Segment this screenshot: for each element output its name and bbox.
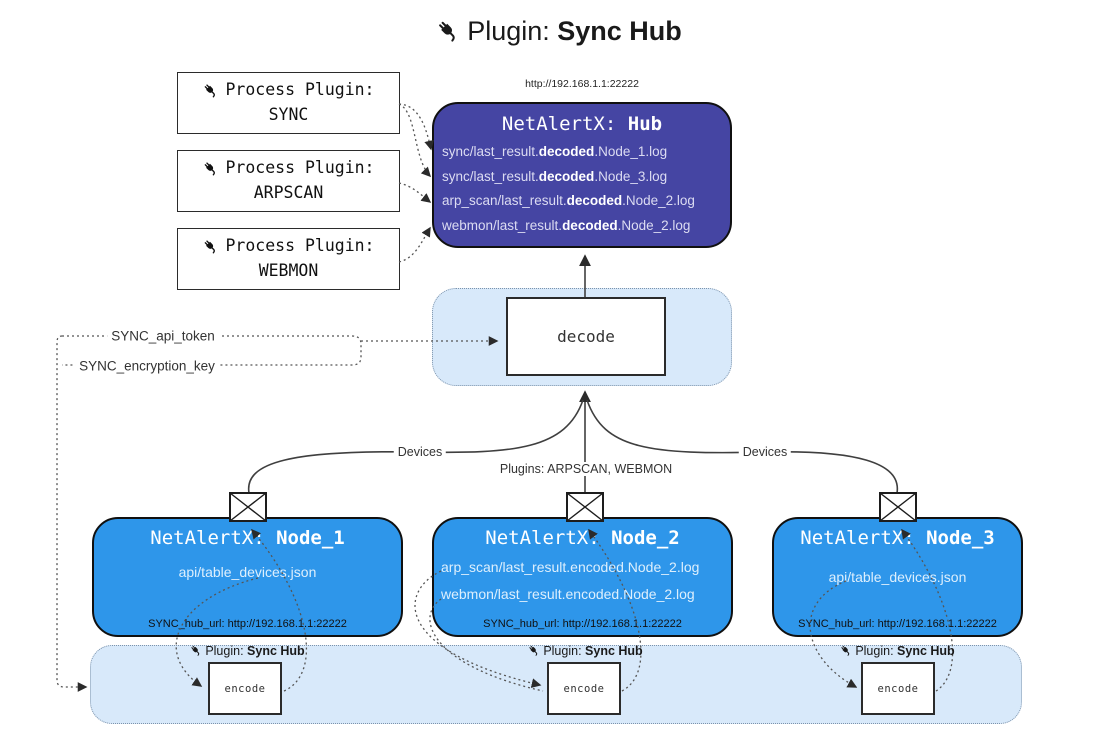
encode-plugin-label-1: Plugin: Sync Hub xyxy=(185,644,308,658)
hub-url: http://192.168.1.1:22222 xyxy=(525,78,639,90)
plug-icon xyxy=(202,160,219,177)
process-plugin-label: Process Plugin: xyxy=(225,236,375,256)
node-2-box: NetAlertX: Node_2 arp_scan/last_result.e… xyxy=(432,517,733,637)
encode-box-3: encode xyxy=(861,662,935,715)
process-plugin-name: SYNC xyxy=(268,105,309,124)
node-hub-url: SYNC_hub_url: http://192.168.1.1:22222 xyxy=(148,618,347,630)
node-title: NetAlertX: Node_2 xyxy=(485,527,680,549)
devices-left-label: Devices xyxy=(393,445,447,459)
encode-box-1: encode xyxy=(208,662,282,715)
page-title-bold: Sync Hub xyxy=(557,16,682,46)
process-plugin-webmon-box: Process Plugin: WEBMON xyxy=(177,228,400,290)
node-line: webmon/last_result.encoded.Node_2.log xyxy=(441,586,695,602)
hub-log-line: sync/last_result.decoded.Node_1.log xyxy=(442,144,668,159)
decode-box: decode xyxy=(506,297,666,376)
process-plugin-label: Process Plugin: xyxy=(225,158,375,178)
plug-icon xyxy=(202,82,219,99)
hub-log-line: sync/last_result.decoded.Node_3.log xyxy=(442,168,668,184)
process-plugin-arpscan-box: Process Plugin: ARPSCAN xyxy=(177,150,400,212)
node-title: NetAlertX: Node_1 xyxy=(150,527,345,549)
node-3-box: NetAlertX: Node_3 api/table_devices.json… xyxy=(772,517,1023,637)
process-plugin-label: Process Plugin: xyxy=(225,80,375,100)
plug-icon xyxy=(435,18,461,44)
page-title-prefix: Plugin: xyxy=(467,16,558,46)
hub-log-line: webmon/last_result.decoded.Node_2.log xyxy=(442,217,691,233)
devices-right-label: Devices xyxy=(738,445,792,459)
node-1-box: NetAlertX: Node_1 api/table_devices.json… xyxy=(92,517,403,637)
encode-box-2: encode xyxy=(547,662,621,715)
page-title: Plugin: Sync Hub xyxy=(0,16,1117,47)
node-hub-url: SYNC_hub_url: http://192.168.1.1:22222 xyxy=(483,618,682,630)
process-plugin-name: ARPSCAN xyxy=(253,183,324,202)
plug-icon xyxy=(202,238,219,255)
hub-title: NetAlertX: Hub xyxy=(501,113,663,135)
envelope-icon xyxy=(879,492,917,522)
plug-icon xyxy=(527,644,540,657)
hub-log-lines: sync/last_result.decoded.Node_1.log sync… xyxy=(434,140,730,238)
node-line: api/table_devices.json xyxy=(828,569,967,585)
envelope-icon xyxy=(566,492,604,522)
process-plugin-sync-box: Process Plugin: SYNC xyxy=(177,72,400,134)
node-line: arp_scan/last_result.encoded.Node_2.log xyxy=(441,559,700,575)
sync-encryption-key-label: SYNC_encryption_key xyxy=(75,358,219,374)
plug-icon xyxy=(189,644,202,657)
hub-log-line: arp_scan/last_result.decoded.Node_2.log xyxy=(442,193,695,208)
plug-icon xyxy=(839,644,852,657)
node-line: api/table_devices.json xyxy=(178,564,317,580)
encode-plugin-label-2: Plugin: Sync Hub xyxy=(523,644,646,658)
sync-api-token-label: SYNC_api_token xyxy=(107,328,219,344)
process-plugin-name: WEBMON xyxy=(258,261,319,280)
node-hub-url: SYNC_hub_url: http://192.168.1.1:22222 xyxy=(798,618,997,630)
plugins-mid-label: Plugins: ARPSCAN, WEBMON xyxy=(495,462,677,476)
node-title: NetAlertX: Node_3 xyxy=(800,527,995,549)
envelope-icon xyxy=(229,492,267,522)
encode-plugin-label-3: Plugin: Sync Hub xyxy=(835,644,958,658)
hub-box: NetAlertX: Hub sync/last_result.decoded.… xyxy=(432,102,732,248)
